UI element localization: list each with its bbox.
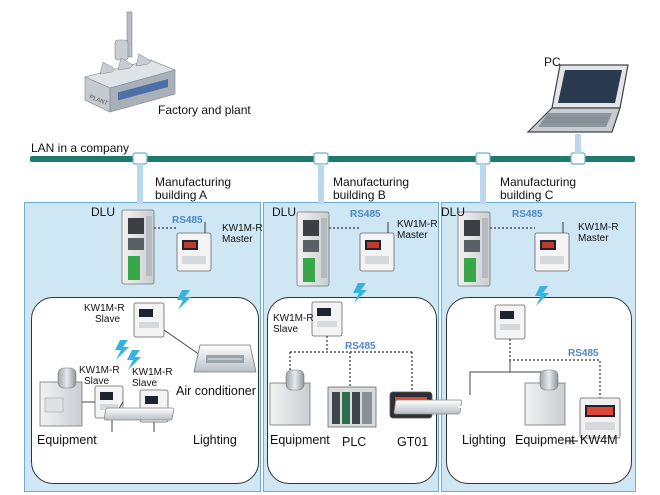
- building-c-title-line1: Manufacturing: [500, 175, 577, 189]
- air-conditioner-icon: [193, 344, 257, 373]
- lighting-label-c: Lighting: [462, 433, 506, 447]
- master-label-a-2: Master: [222, 234, 253, 245]
- lan-backbone: [30, 156, 635, 162]
- lan-node-pc: [570, 152, 586, 165]
- master-label-a-1: KW1M-R: [222, 223, 263, 234]
- equipment-label-a: Equipment: [37, 433, 97, 447]
- plc-label: PLC: [342, 435, 367, 449]
- lan-node-a: [132, 152, 148, 165]
- air-conditioner-label: Air conditioner: [176, 384, 256, 398]
- gt01-label: GT01: [397, 435, 429, 449]
- slave-label-a-top-1: KW1M-R: [84, 303, 125, 314]
- lan-label: LAN in a company: [31, 141, 130, 155]
- master-label-b-2: Master: [397, 230, 428, 241]
- kw1m-r-slave-c: [494, 304, 526, 340]
- kw1m-r-slave-a-top: [133, 302, 165, 338]
- rs485-label-a: RS485: [172, 215, 203, 226]
- equipment-label-c: Equipment: [515, 433, 575, 447]
- factory-label: Factory and plant: [158, 103, 251, 117]
- rs485-label-b-top: RS485: [350, 209, 381, 220]
- building-a-title-line2: building A: [155, 188, 208, 202]
- slave-label-a-left-2: Slave: [84, 376, 110, 387]
- master-label-c-2: Master: [578, 233, 609, 244]
- master-label-c-1: KW1M-R: [578, 222, 619, 233]
- pc-label: PC: [544, 55, 561, 69]
- slave-label-a-top-2: Slave: [95, 314, 121, 325]
- equipment-icon-a: [39, 367, 83, 427]
- dlu-label-c: DLU: [441, 205, 466, 219]
- kw4m-label: KW4M: [580, 433, 618, 447]
- slave-label-a-mid-2: Slave: [132, 378, 158, 389]
- factory-icon: PLANT: [84, 11, 176, 113]
- building-c-title-line2: building C: [500, 188, 554, 202]
- dlu-unit-c: [457, 211, 491, 287]
- slave-label-a-left-1: KW1M-R: [79, 365, 120, 376]
- wireless-icon: [115, 283, 549, 370]
- equipment-label-b: Equipment: [270, 433, 330, 447]
- rs485-label-b-bottom: RS485: [345, 341, 376, 352]
- kw1m-r-master-b: [359, 222, 395, 272]
- plc-icon: [327, 386, 377, 428]
- slave-label-a-mid-1: KW1M-R: [132, 367, 173, 378]
- kw4m-meter-icon: [579, 397, 621, 439]
- rs485-label-c-bottom: RS485: [568, 348, 599, 359]
- building-a-title-line1: Manufacturing: [155, 175, 232, 189]
- pc-laptop-icon: [526, 64, 629, 133]
- dlu-unit-b: [296, 211, 330, 287]
- rs485-label-c-top: RS485: [512, 209, 543, 220]
- dlu-label-a: DLU: [91, 205, 116, 219]
- lighting-icon-a: [103, 407, 240, 421]
- equipment-icon-c: [524, 369, 566, 426]
- building-b-title-line2: building B: [333, 188, 386, 202]
- slave-label-b-1: KW1M-R: [273, 313, 314, 324]
- kw1m-r-master-c: [534, 222, 570, 272]
- lighting-label-a: Lighting: [193, 433, 237, 447]
- lighting-icon-c: [393, 399, 514, 415]
- kw1m-r-slave-b: [311, 301, 343, 337]
- building-b-title-line1: Manufacturing: [333, 175, 410, 189]
- lan-node-c: [475, 152, 491, 165]
- kw1m-r-master-a: [176, 222, 212, 272]
- lan-node-b: [313, 152, 329, 165]
- equipment-icon-b: [269, 369, 311, 426]
- dlu-label-b: DLU: [272, 205, 297, 219]
- slave-label-b-2: Slave: [273, 324, 299, 335]
- master-label-b-1: KW1M-R: [397, 219, 438, 230]
- dlu-unit-a: [121, 209, 155, 285]
